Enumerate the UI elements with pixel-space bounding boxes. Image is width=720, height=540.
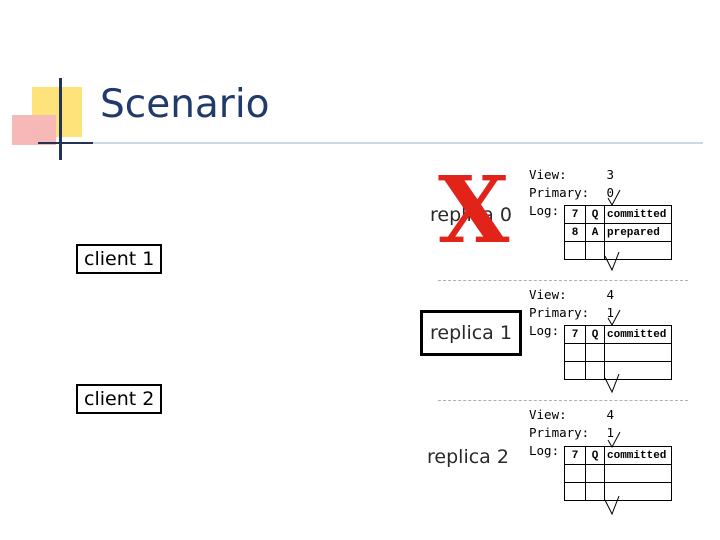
title-decoration-vline — [59, 78, 62, 160]
log-row: 7 Q committed — [564, 205, 672, 224]
separator-line — [438, 400, 688, 401]
log-row: 7 Q committed — [564, 446, 672, 465]
log-status: committed — [604, 325, 672, 344]
log-seq — [564, 464, 586, 483]
log-row — [564, 343, 672, 362]
log-op — [585, 343, 605, 362]
client-1: client 1 — [76, 244, 163, 274]
log-status — [604, 464, 672, 483]
replica-2-log: 7 Q committed — [564, 446, 672, 501]
separator-line — [438, 280, 688, 281]
log-label: Log: — [529, 203, 560, 218]
log-seq — [564, 241, 586, 260]
log-op — [585, 464, 605, 483]
log-op: Q — [585, 205, 605, 224]
log-op: Q — [585, 446, 605, 465]
view-value: 4 — [606, 287, 614, 302]
log-op — [585, 482, 605, 501]
log-seq: 8 — [564, 223, 586, 242]
client-2: client 2 — [76, 384, 163, 414]
log-status — [604, 241, 672, 260]
slide-title: Scenario — [100, 82, 270, 127]
primary-value: 1 — [606, 425, 614, 440]
log-status — [604, 482, 672, 501]
log-status — [604, 361, 672, 380]
view-label: View: — [529, 287, 567, 302]
replica-1-state-values: 4 1 — [598, 286, 614, 322]
checkmark-icon — [604, 373, 620, 394]
view-label: View: — [529, 167, 567, 182]
title-decoration-hline — [38, 142, 93, 144]
checkmark-icon — [604, 251, 620, 272]
log-seq: 7 — [564, 205, 586, 224]
log-seq — [564, 361, 586, 380]
primary-value: 1 — [606, 305, 614, 320]
log-row — [564, 361, 672, 380]
replica-0: replica 0 — [420, 192, 522, 238]
primary-label: Primary: — [529, 305, 590, 320]
log-op — [585, 241, 605, 260]
checkmark-icon — [604, 495, 620, 516]
log-status: committed — [604, 205, 672, 224]
checkmark-icon — [607, 431, 621, 449]
primary-label: Primary: — [529, 425, 590, 440]
replica-0-state-values: 3 0 — [598, 166, 614, 202]
log-op: A — [585, 223, 605, 242]
replica-2-state-values: 4 1 — [598, 406, 614, 442]
log-op — [585, 361, 605, 380]
replica-0-label: replica 0 — [430, 204, 512, 226]
log-seq: 7 — [564, 446, 586, 465]
replica-1-label: replica 1 — [430, 322, 512, 344]
primary-value: 0 — [606, 185, 614, 200]
log-row — [564, 241, 672, 260]
replica-2-state-labels: View: Primary: Log: — [529, 406, 589, 460]
replica-0-log: 7 Q committed 8 A prepared — [564, 205, 672, 260]
log-row — [564, 464, 672, 483]
log-seq — [564, 343, 586, 362]
replica-2: replica 2 — [420, 434, 516, 480]
replica-1-state-labels: View: Primary: Log: — [529, 286, 589, 340]
log-seq: 7 — [564, 325, 586, 344]
title-decoration-pink — [12, 115, 56, 145]
log-op: Q — [585, 325, 605, 344]
log-seq — [564, 482, 586, 501]
replica-1-log: 7 Q committed — [564, 325, 672, 380]
primary-label: Primary: — [529, 185, 590, 200]
log-label: Log: — [529, 443, 560, 458]
log-status: prepared — [604, 223, 672, 242]
log-status: committed — [604, 446, 672, 465]
replica-2-label: replica 2 — [427, 446, 509, 468]
crash-x-icon: X — [438, 156, 510, 264]
view-value: 3 — [606, 167, 614, 182]
log-label: Log: — [529, 323, 560, 338]
log-row — [564, 482, 672, 501]
log-row: 7 Q committed — [564, 325, 672, 344]
log-row: 8 A prepared — [564, 223, 672, 242]
title-underline — [93, 142, 703, 144]
view-label: View: — [529, 407, 567, 422]
checkmark-icon — [607, 189, 621, 207]
log-status — [604, 343, 672, 362]
checkmark-icon — [607, 309, 621, 327]
view-value: 4 — [606, 407, 614, 422]
replica-1: replica 1 — [420, 310, 522, 356]
replica-0-state-labels: View: Primary: Log: — [529, 166, 589, 220]
